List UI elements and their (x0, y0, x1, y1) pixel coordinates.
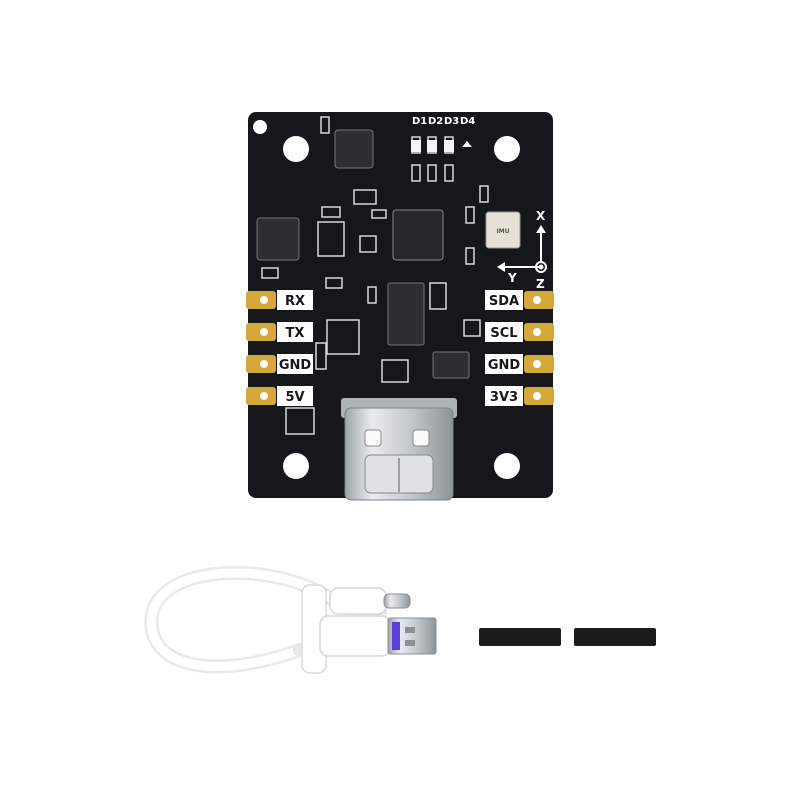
led-label-d4: D4 (460, 116, 475, 127)
mounting-hole (494, 453, 520, 479)
status-leds: D1 D2 D3 D4 (411, 116, 475, 152)
right-pin-pads (485, 290, 554, 406)
axis-label-y: Y (507, 271, 517, 285)
pin-label-3v3: 3V3 (490, 390, 518, 405)
mcu-chip (392, 209, 444, 261)
pin-header-left (479, 584, 561, 668)
pin-label-scl: SCL (490, 326, 517, 341)
axis-label-z: Z (536, 277, 545, 291)
mounting-hole (283, 453, 309, 479)
left-pin-pads (246, 290, 313, 406)
pin-label-rx: RX (285, 294, 305, 309)
axis-indicator (497, 225, 547, 273)
chip (432, 351, 470, 379)
usb-c-port (341, 398, 457, 501)
axis-label-x: X (536, 209, 546, 223)
mounting-hole (494, 136, 520, 162)
passive-components (261, 116, 489, 435)
usb-cable (144, 565, 437, 674)
mounting-hole (283, 136, 309, 162)
pin-label-5v: 5V (285, 390, 304, 405)
led-label-d2: D2 (428, 116, 443, 127)
pin-label-gnd-left: GND (279, 358, 312, 373)
sensor-chip (485, 211, 521, 249)
pin-label-sda: SDA (489, 294, 519, 309)
led-label-d1: D1 (412, 116, 427, 127)
usb-a-plug (319, 615, 391, 657)
pin-label-tx: TX (286, 326, 305, 341)
pin-label-gnd-right: GND (488, 358, 521, 373)
led-label-d3: D3 (444, 116, 459, 127)
pcb-board: IMU D1 D2 D3 D4 (246, 112, 554, 501)
chip (256, 217, 300, 261)
chip (334, 129, 374, 169)
chip (387, 282, 425, 346)
pin-header-right (574, 584, 656, 668)
usb-c-plug (329, 587, 387, 615)
svg-text:IMU: IMU (496, 228, 509, 235)
